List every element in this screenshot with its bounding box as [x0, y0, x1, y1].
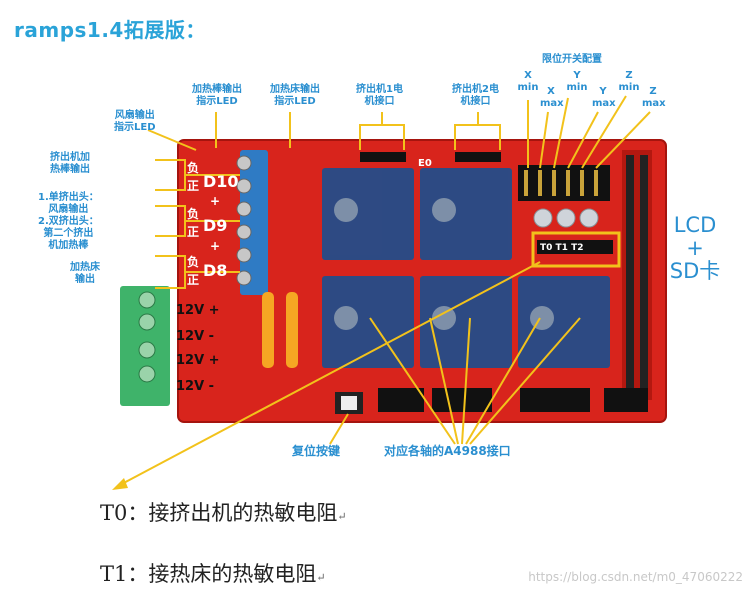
- d10-pos-label: 正: [187, 179, 199, 193]
- d9-pos-label: 正: [187, 225, 199, 239]
- pin-d10-label: D10: [203, 172, 239, 191]
- lcd-header: [537, 240, 613, 254]
- pin-d9-label: D9: [203, 216, 227, 235]
- power-12v-plus-2: 12V +: [176, 353, 220, 368]
- power-12v-plus-1: 12V +: [176, 303, 220, 318]
- d9-neg-label: 负: [187, 206, 199, 221]
- heater-led-label: 加热棒输出 指示LED: [192, 84, 242, 107]
- t1-caption: T1：接热床的热敏电阻↵: [100, 562, 326, 586]
- a4988-interface-label: 对应各轴的A4988接口: [384, 444, 511, 458]
- d8-neg-label: 负: [187, 254, 199, 269]
- bottom-header-pins: [378, 388, 648, 412]
- pin-d8-label: D8: [203, 261, 227, 280]
- top-header-pins: [360, 152, 501, 162]
- thermistor-header-highlight: [531, 231, 621, 268]
- return-mark-icon: ↵: [316, 571, 326, 584]
- power-12v-minus-1: 12V -: [176, 329, 214, 344]
- t0-caption: T0：接挤出机的热敏电阻↵: [100, 501, 347, 525]
- fan-led-label: 风扇输出 指示LED: [114, 110, 156, 133]
- reset-button-label: 复位按键: [292, 444, 341, 458]
- e0-label: E0: [418, 158, 432, 169]
- right-header-pins: [622, 150, 652, 400]
- thermistor-silk-label: T0 T1 T2: [540, 243, 583, 253]
- d8-pos-label: 正: [187, 273, 199, 287]
- a4988-driver-sockets: [322, 168, 610, 368]
- page-title: ramps1.4拓展版：: [14, 18, 206, 42]
- endstop-pin-block: [518, 165, 610, 201]
- return-mark-icon: ↵: [337, 510, 347, 523]
- fuses: [262, 292, 298, 368]
- annotation-lines: [117, 95, 651, 487]
- d10-neg-label: 负: [187, 160, 199, 175]
- d9-plus-label: +: [210, 194, 220, 208]
- extruder1-motor-label: 挤出机1电 机接口: [356, 84, 403, 107]
- d8-plus-label: +: [210, 239, 220, 253]
- watermark-url: https://blog.csdn.net/m0_47060222: [528, 570, 743, 584]
- capacitors: [533, 208, 599, 228]
- bed-led-label: 加热床输出 指示LED: [270, 84, 320, 107]
- power-12v-minus-2: 12V -: [176, 379, 214, 394]
- bed-output-label: 加热床 输出: [70, 262, 100, 285]
- lcd-sd-label: LCD + SD卡: [669, 213, 721, 283]
- endstop-config-title: 限位开关配置: [542, 54, 602, 65]
- t0-pointer-arrowhead: [112, 478, 128, 490]
- heater-output-label: 挤出机加 热棒输出: [50, 152, 90, 175]
- single-dual-extruder-label: 1.单挤出头： 风扇输出 2.双挤出头： 第二个挤出 机加热棒: [38, 192, 99, 251]
- extruder2-motor-label: 挤出机2电 机接口: [452, 84, 499, 107]
